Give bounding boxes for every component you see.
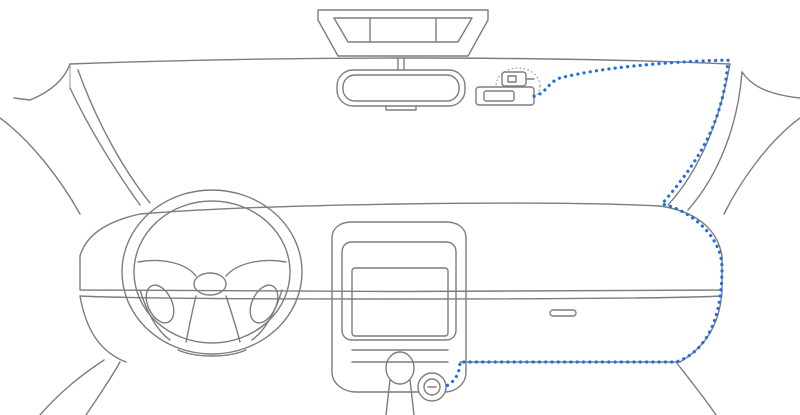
rearview-mirror-icon <box>336 57 466 111</box>
windshield-frame <box>0 57 800 215</box>
steering-wheel-icon <box>121 189 303 357</box>
infotainment-screen <box>351 267 449 337</box>
center-console <box>331 221 467 415</box>
dash-camera-icon <box>475 67 541 106</box>
dashboard <box>39 202 723 415</box>
power-socket-icon <box>417 372 447 402</box>
power-cable-route <box>442 58 730 389</box>
gear-shifter <box>385 351 415 385</box>
overhead-console <box>317 9 489 57</box>
